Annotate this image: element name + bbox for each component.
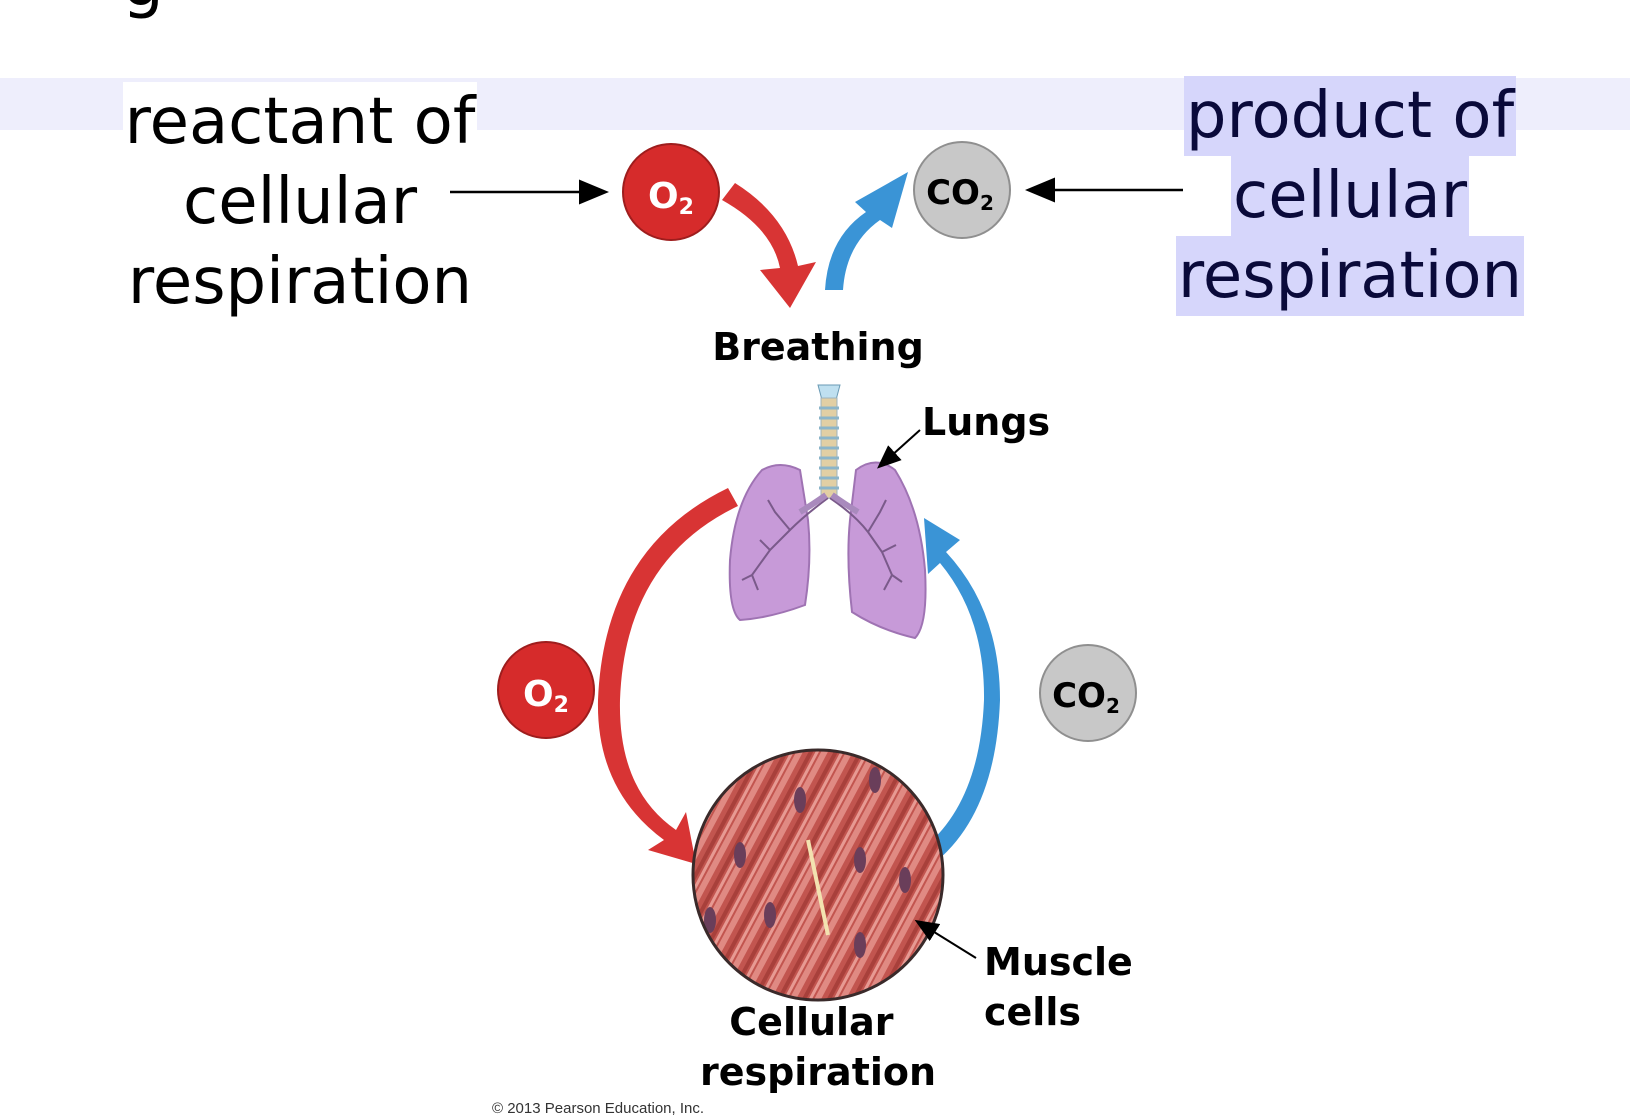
svg-text:CO2: CO2 — [926, 173, 994, 215]
o2-top-main: O — [648, 176, 679, 217]
breathing-label: Breathing — [712, 325, 924, 369]
exhale-arrow — [825, 172, 908, 290]
reactant-line-1: reactant of — [122, 82, 478, 162]
lungs-illustration — [728, 384, 927, 640]
co2-mid-sub: 2 — [1106, 694, 1120, 718]
svg-text:O2: O2 — [523, 674, 569, 718]
o2-badge-top: O2 — [622, 143, 720, 241]
muscle-label-line-1: Muscle — [984, 940, 1133, 984]
cellular-respiration-label: Cellular respiration — [700, 1000, 936, 1094]
inhale-arrow — [722, 183, 816, 308]
o2-mid-sub: 2 — [554, 693, 569, 718]
reactant-line-3: respiration — [125, 242, 475, 322]
co2-top-sub: 2 — [980, 191, 994, 215]
cr-label-line-1: Cellular — [729, 1000, 893, 1044]
co2-removal-arrow — [924, 518, 1000, 860]
co2-badge-top: CO2 — [913, 141, 1011, 239]
co2-top-main: CO — [926, 173, 980, 213]
lungs-pointer-arrow — [877, 429, 921, 469]
svg-text:CO2: CO2 — [1052, 676, 1120, 718]
product-line-3: respiration — [1175, 236, 1525, 316]
o2-top-sub: 2 — [679, 195, 694, 220]
o2-mid-main: O — [523, 674, 554, 715]
o2-delivery-arrow — [597, 488, 738, 864]
product-line-2: cellular — [1231, 156, 1469, 236]
reactant-annotation: reactant of cellular respiration — [100, 82, 500, 322]
copyright-notice: © 2013 Pearson Education, Inc. — [492, 1100, 705, 1117]
muscle-cells-illustration — [691, 748, 945, 1002]
slide-title-fragment: g — [122, 0, 164, 16]
muscle-cells-label: Muscle cells — [984, 940, 1146, 1034]
co2-mid-main: CO — [1052, 676, 1106, 716]
o2-badge-middle: O2 — [497, 641, 595, 739]
cr-label-line-2: respiration — [700, 1050, 936, 1094]
co2-badge-middle: CO2 — [1039, 644, 1137, 742]
lungs-label: Lungs — [922, 400, 1050, 444]
svg-text:O2: O2 — [648, 176, 694, 220]
product-line-1: product of — [1183, 76, 1517, 156]
reactant-line-2: cellular — [181, 162, 419, 242]
product-annotation: product of cellular respiration — [1150, 76, 1550, 316]
muscle-label-line-2: cells — [984, 990, 1081, 1034]
muscle-pointer-arrow — [914, 919, 977, 959]
